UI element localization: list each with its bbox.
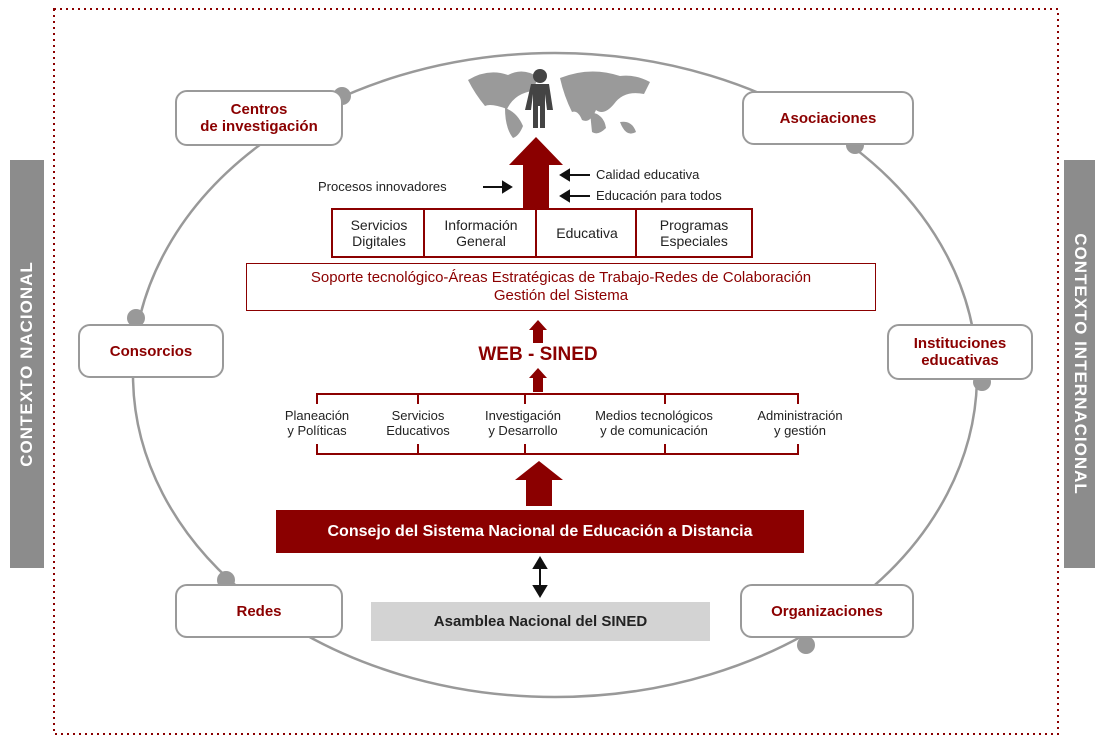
asamblea-label: Asamblea Nacional del SINED (433, 613, 648, 630)
ellipse-dots (127, 87, 991, 654)
service-4-line1: Programas (659, 217, 729, 233)
node-consorcios: Consorcios (78, 324, 224, 378)
instituciones-line2: educativas (921, 352, 999, 369)
function-investigacion: Investigación y Desarrollo (468, 408, 578, 438)
arrow-up-small-1 (529, 320, 547, 343)
consorcios-label: Consorcios (109, 342, 193, 360)
function-4-line1: Medios tecnológicos (595, 408, 713, 423)
label-procesos-innovadores: Procesos innovadores (318, 179, 447, 194)
function-medios: Medios tecnológicos y de comunicación (578, 408, 730, 438)
service-1-line2: Digitales (352, 233, 406, 249)
service-educativa: Educativa (535, 208, 639, 258)
functions-bracket-bottom (316, 444, 799, 455)
web-sined-title: WEB - SINED (478, 344, 598, 365)
service-2-line1: Información (444, 217, 518, 233)
instituciones-line1: Instituciones (913, 335, 1007, 352)
service-informacion-general: Información General (423, 208, 539, 258)
centros-line1: Centros (230, 101, 288, 118)
service-3-line1: Educativa (556, 225, 618, 241)
redes-label: Redes (236, 602, 282, 620)
consejo-label: Consejo del Sistema Nacional de Educació… (327, 522, 753, 540)
node-redes: Redes (175, 584, 343, 638)
arrow-up-from-consejo (515, 461, 563, 506)
service-2-line2: General (456, 233, 506, 249)
person-figure-icon (525, 69, 553, 128)
context-internacional-bar: CONTEXTO INTERNACIONAL (1064, 160, 1095, 568)
node-organizaciones: Organizaciones (740, 584, 914, 638)
function-administracion: Administración y gestión (740, 408, 860, 438)
label-educacion-para-todos: Educación para todos (596, 188, 722, 203)
service-1-line1: Servicios (350, 217, 408, 233)
function-servicios-educativos: Servicios Educativos (370, 408, 466, 438)
soporte-box: Soporte tecnológico-Áreas Estratégicas d… (246, 263, 876, 311)
soporte-line1: Soporte tecnológico-Áreas Estratégicas d… (310, 269, 812, 286)
context-nacional-bar: CONTEXTO NACIONAL (10, 160, 44, 568)
function-3-line2: y Desarrollo (488, 423, 558, 438)
functions-bracket-top (316, 393, 799, 404)
arrow-up-small-2 (529, 368, 547, 392)
node-asociaciones: Asociaciones (742, 91, 914, 145)
node-instituciones-educativas: Instituciones educativas (887, 324, 1033, 380)
service-programas-especiales: Programas Especiales (635, 208, 753, 258)
function-5-line1: Administración (757, 408, 843, 423)
function-4-line2: y de comunicación (600, 423, 708, 438)
context-internacional-label: CONTEXTO INTERNACIONAL (1070, 233, 1090, 495)
function-3-line1: Investigación (485, 408, 561, 423)
organizaciones-label: Organizaciones (771, 602, 883, 620)
service-4-line2: Especiales (660, 233, 728, 249)
label-calidad-educativa: Calidad educativa (596, 167, 700, 182)
function-5-line2: y gestión (773, 423, 827, 438)
soporte-line2: Gestión del Sistema (493, 287, 629, 304)
context-nacional-label: CONTEXTO NACIONAL (17, 261, 37, 467)
service-servicios-digitales: Servicios Digitales (331, 208, 427, 258)
centros-line2: de investigación (200, 118, 318, 135)
function-planeacion: Planeación y Políticas (262, 408, 372, 438)
function-1-line2: y Políticas (287, 423, 347, 438)
asociaciones-label: Asociaciones (779, 109, 877, 127)
function-1-line1: Planeación (284, 408, 350, 423)
arrow-up-to-map (509, 137, 563, 208)
node-centros-investigacion: Centros de investigación (175, 90, 343, 146)
consejo-box: Consejo del Sistema Nacional de Educació… (276, 510, 804, 553)
asamblea-box: Asamblea Nacional del SINED (371, 602, 710, 641)
function-2-line2: Educativos (386, 423, 450, 438)
function-2-line1: Servicios (391, 408, 445, 423)
double-arrow-icon (532, 556, 548, 598)
world-map-icon (468, 71, 650, 138)
